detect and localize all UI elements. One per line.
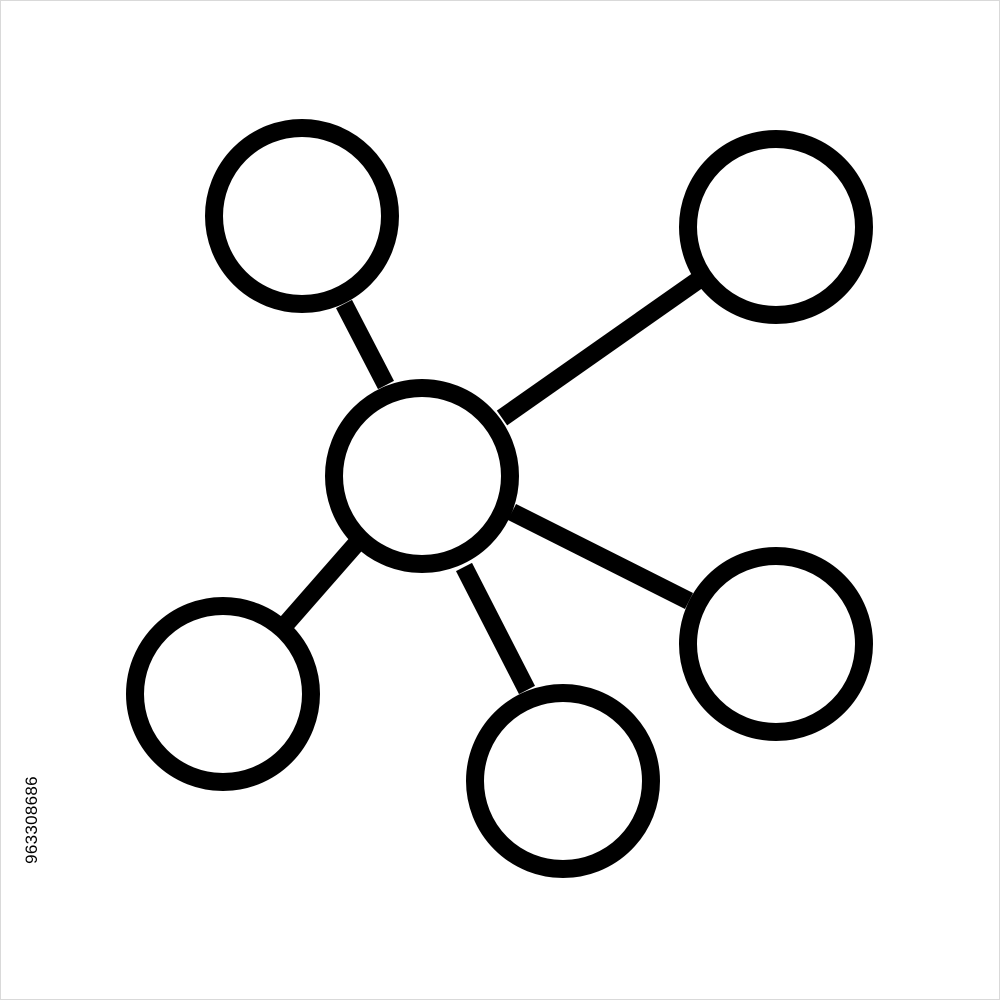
node-circle-bottom-left bbox=[126, 597, 320, 791]
link-top-right bbox=[496, 273, 703, 426]
node-circle-top-left bbox=[205, 119, 399, 313]
link-right bbox=[507, 503, 694, 610]
stock-id-watermark: 963308686 bbox=[22, 776, 41, 864]
hub-node-circle bbox=[325, 379, 519, 573]
node-circle-right bbox=[679, 547, 873, 741]
link-bottom-left bbox=[278, 538, 363, 631]
link-bottom bbox=[455, 562, 536, 695]
network-nodes bbox=[126, 119, 873, 878]
link-top-left bbox=[336, 299, 394, 390]
node-circle-bottom bbox=[466, 684, 660, 878]
node-circle-top-right bbox=[679, 130, 873, 324]
network-links bbox=[278, 273, 703, 695]
